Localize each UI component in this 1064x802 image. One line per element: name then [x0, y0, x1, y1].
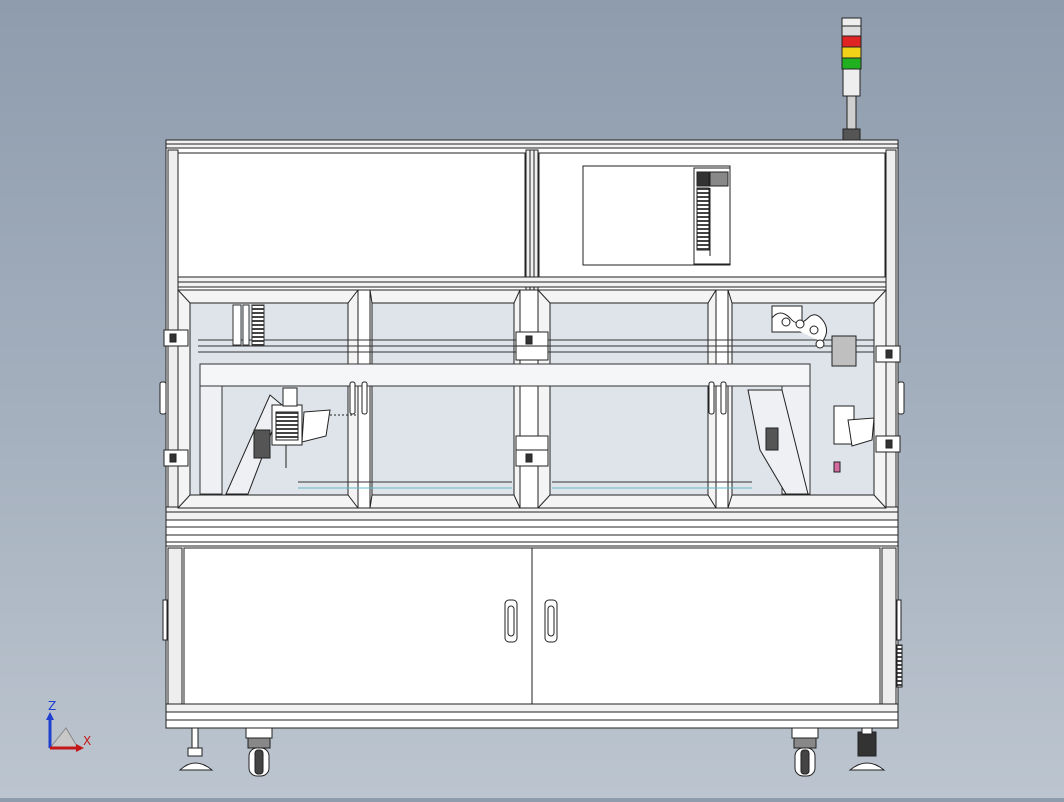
z-axis-label: Z — [48, 699, 57, 713]
yellow-light — [841, 46, 862, 59]
left-dispense-head — [225, 387, 356, 495]
red-light — [841, 35, 862, 48]
cabinet-handles — [504, 599, 558, 643]
green-light — [841, 57, 862, 70]
hmi-panel — [582, 165, 731, 266]
signal-tower — [841, 17, 862, 142]
coordinate-triad — [46, 712, 84, 752]
leveling-feet — [178, 727, 886, 771]
casters — [245, 727, 819, 777]
x-axis-label: X — [83, 734, 92, 748]
door-hinges — [163, 329, 901, 467]
window-door-handles — [349, 381, 727, 415]
right-dispense-head — [747, 305, 875, 495]
